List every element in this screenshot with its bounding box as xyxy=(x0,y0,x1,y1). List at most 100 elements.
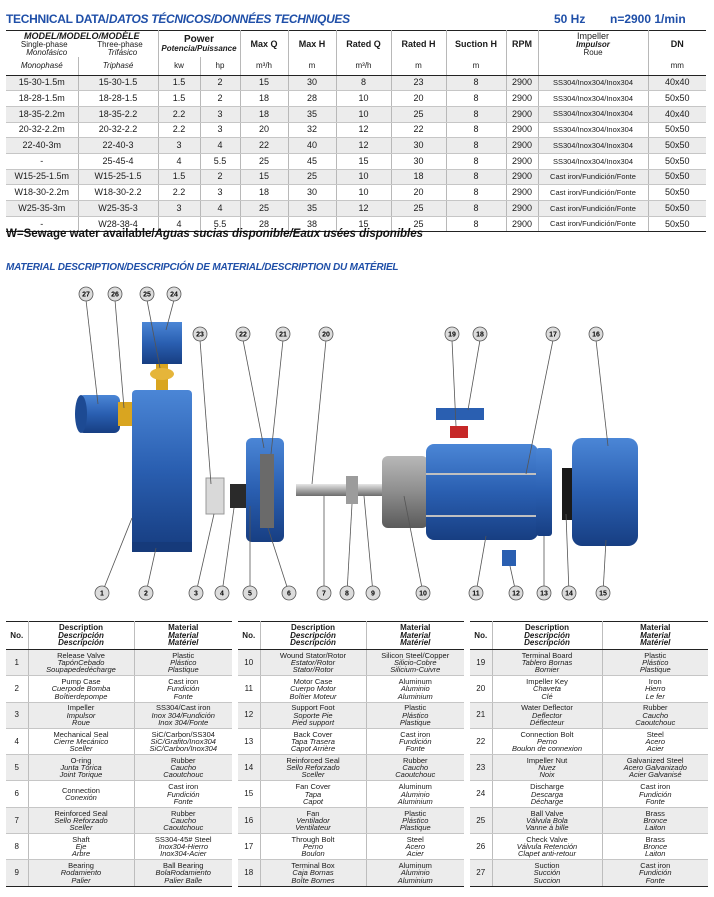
ratedh-unit: m xyxy=(391,57,447,76)
callout-2: 2 xyxy=(138,585,154,601)
cell-sh: 8 xyxy=(446,106,507,123)
cell-maxq: 18 xyxy=(240,106,289,123)
callout-16: 16 xyxy=(588,326,604,342)
desc-line-2: Déflecteur xyxy=(529,717,565,727)
mat-line-2: Fonte xyxy=(173,691,193,701)
desc-line-0: Connection xyxy=(62,785,100,795)
hp-unit: hp xyxy=(200,57,241,76)
desc-line-0: Mechanical Seal xyxy=(53,729,109,739)
desc-line-0: Fan Cover xyxy=(295,782,331,792)
cell-rq: 10 xyxy=(336,184,392,201)
part-number: 1 xyxy=(6,649,29,677)
desc-line-1: Estator/Rotor xyxy=(290,658,336,668)
model-title: MODEL/MODELO/MODÈLE xyxy=(24,31,140,41)
suction-header: Suction H xyxy=(446,30,507,57)
desc-line-0: Reinforced Seal xyxy=(54,808,108,818)
cell-dn: 50x50 xyxy=(648,122,706,139)
mat-line-2: Plastique xyxy=(399,717,431,727)
cell-kw: 2.2 xyxy=(158,122,201,139)
callout-14-label: 14 xyxy=(565,591,573,598)
cell-rq: 10 xyxy=(336,169,392,186)
dn-unit: mm xyxy=(648,57,706,76)
cell-kw: 3 xyxy=(158,137,201,154)
mat-line-2: Aluminium xyxy=(397,691,433,701)
mat-line-1: Aluminio xyxy=(400,684,430,694)
desc-line-0: Reinforced Seal xyxy=(286,756,340,766)
cell-maxq: 25 xyxy=(240,153,289,170)
callout-26: 26 xyxy=(107,286,123,302)
mat-line-1: Aluminio xyxy=(400,789,430,799)
mat-line-1: Silicio-Cobre xyxy=(393,658,437,668)
cell-rpm: 2900 xyxy=(506,122,539,139)
mat-line-0: Plastic xyxy=(404,808,427,818)
cell-kw: 1.5 xyxy=(158,75,201,92)
desc-line-0: Connection Bolt xyxy=(520,729,574,739)
speed: n=2900 1/min xyxy=(610,12,686,26)
mat-line-0: Cast iron xyxy=(168,782,199,792)
ratedq-unit: m³/h xyxy=(336,57,392,76)
cell-rq: 15 xyxy=(336,153,392,170)
mat-line-0: Rubber xyxy=(402,756,428,766)
desc-line-0: Back Cover xyxy=(293,729,333,739)
desc-line-0: Bearing xyxy=(68,861,94,871)
callout-4: 4 xyxy=(214,585,230,601)
cell-dn: 50x50 xyxy=(648,90,706,107)
suction-unit: m xyxy=(446,57,507,76)
mat-line-2: Fonte xyxy=(173,796,193,806)
callout-25: 25 xyxy=(139,286,155,302)
desc-en: Description xyxy=(58,622,103,632)
desc-line-2: Pied support xyxy=(291,717,335,727)
mat-line-0: Rubber xyxy=(170,808,196,818)
desc-line-1: Ventilador xyxy=(296,815,330,825)
callout-19-label: 19 xyxy=(448,332,456,339)
cell-rh: 20 xyxy=(391,90,447,107)
callout-12-label: 12 xyxy=(512,591,520,598)
mat-line-0: Silicon Steel/Copper xyxy=(381,650,450,660)
mat-line-2: Laiton xyxy=(645,823,666,833)
desc-line-1: Succión xyxy=(533,868,561,878)
maxh-unit: m xyxy=(288,57,337,76)
parts-no-header: No. xyxy=(470,621,493,650)
impeller-title: Impeller xyxy=(576,31,609,41)
mat-line-0: Steel xyxy=(646,729,664,739)
cell-single: 18-28-1.5m xyxy=(6,90,79,107)
power-sub: Potencia/Puissance xyxy=(161,44,237,53)
mat-line-1: Fundición xyxy=(638,868,672,878)
cell-maxq: 20 xyxy=(240,122,289,139)
mat-line-2: Inox 304/Fonte xyxy=(158,717,209,727)
cell-kw: 2.2 xyxy=(158,106,201,123)
cell-hp: 3 xyxy=(200,184,241,201)
callout-7: 7 xyxy=(316,585,332,601)
desc-line-2: Boîtierdepompe xyxy=(54,691,108,701)
mat-line-0: Cast iron xyxy=(168,677,199,687)
callout-5-label: 5 xyxy=(248,591,252,598)
cell-dn: 40x40 xyxy=(648,75,706,92)
support-foot-part xyxy=(502,550,516,566)
cell-maxh: 45 xyxy=(288,153,337,170)
technical-data-title: TECHNICAL DATA/DATOS TÉCNICOS/DONNÉES TE… xyxy=(6,12,350,26)
power-title: Power xyxy=(183,34,214,45)
mat-line-2: Plastique xyxy=(639,665,671,675)
desc-line-0: O-ring xyxy=(70,756,92,766)
